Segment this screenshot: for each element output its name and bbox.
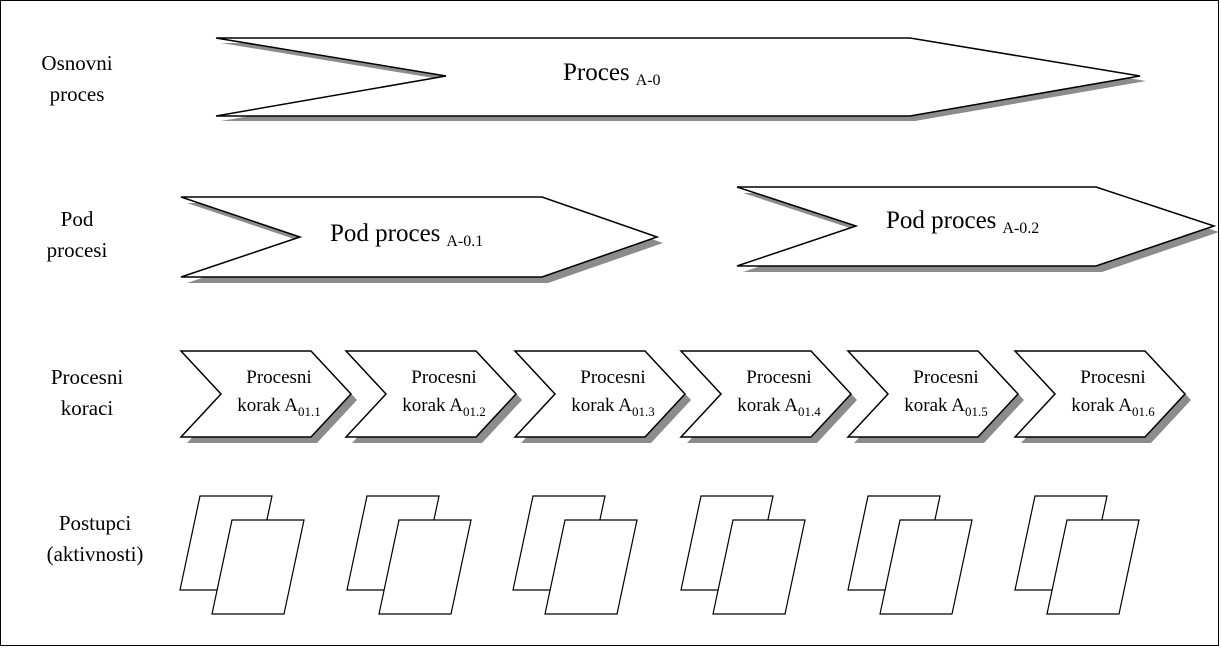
process-step-6: Procesni korak A01.6 (1013, 350, 1191, 443)
row-label-main-process: Osnovni proces (22, 48, 132, 110)
step-label-line2: korak A01.5 (904, 395, 987, 419)
procedure-docs-4 (680, 495, 806, 615)
document-front (712, 519, 806, 615)
row-label-process-steps: Procesni koraci (22, 362, 152, 424)
chevron-shape (180, 196, 660, 278)
row-label-line: Procesni (50, 365, 124, 389)
step-label-line2: korak A01.3 (571, 395, 654, 419)
procedure-docs-6 (1014, 495, 1140, 615)
document-front (378, 519, 472, 615)
chevron-shape (179, 350, 353, 438)
step-label-line1: Procesni (580, 367, 645, 388)
document-front (211, 519, 305, 615)
process-step-5: Procesni korak A01.5 (846, 350, 1024, 443)
row-label-sub-processes: Pod procesi (22, 204, 132, 266)
row-label-line: Osnovni (41, 51, 113, 75)
chevron-shape (344, 350, 518, 438)
document-front (879, 519, 973, 615)
chevron-shape (736, 186, 1217, 267)
chevron-shape (846, 350, 1020, 438)
row-label-line: Pod (60, 207, 94, 231)
row-label-line: Postupci (58, 511, 132, 535)
step-label-line2: korak A01.6 (1071, 395, 1155, 419)
document-front (544, 519, 638, 615)
row-label-line: koraci (60, 396, 114, 421)
chevron-shape (215, 37, 1141, 117)
process-step-3: Procesni korak A01.3 (513, 350, 691, 443)
row-label-procedures: Postupci (aktivnosti) (20, 508, 170, 570)
step-label-line1: Procesni (1080, 367, 1145, 388)
procedure-docs-1 (179, 495, 305, 615)
step-label-line1: Procesni (411, 367, 476, 388)
step-label-line2: korak A01.4 (737, 395, 821, 419)
row-label-line: procesi (46, 238, 108, 263)
step-label-line1: Procesni (246, 367, 311, 388)
chevron-shape (513, 350, 687, 438)
chevron-shape (1013, 350, 1187, 438)
step-label-line1: Procesni (913, 367, 978, 388)
procedures-row (179, 495, 1140, 615)
process-step-2: Procesni korak A01.2 (344, 350, 522, 443)
procedure-docs-3 (512, 495, 638, 615)
step-label-line2: korak A01.1 (237, 395, 320, 419)
document-front (1046, 519, 1140, 615)
row-label-line: (aktivnosti) (46, 542, 144, 567)
step-label-line1: Procesni (746, 367, 811, 388)
row-label-line: proces (49, 82, 105, 107)
chevron-shape (679, 350, 853, 438)
step-label-line2: korak A01.2 (402, 395, 485, 419)
procedure-docs-5 (847, 495, 973, 615)
process-step-1: Procesni korak A01.1 (179, 350, 357, 443)
procedure-docs-2 (346, 495, 472, 615)
process-step-4: Procesni korak A01.4 (679, 350, 857, 443)
